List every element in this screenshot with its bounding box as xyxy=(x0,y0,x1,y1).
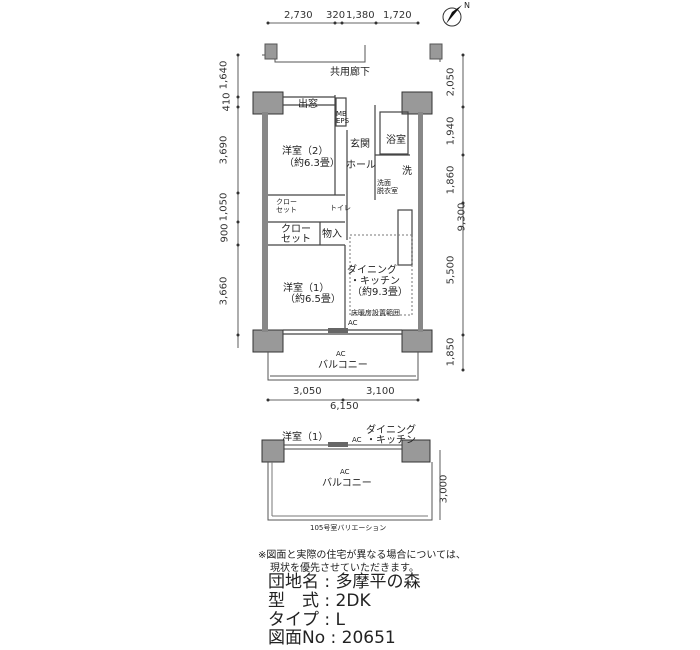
closet-b-label-1: クロー xyxy=(281,224,311,235)
bedroom1-size: （約6.5畳） xyxy=(285,294,341,305)
top-dim-1: 2,730 xyxy=(284,10,313,21)
left-dim-4: 1,050 xyxy=(218,192,230,222)
bedroom2-label: 洋室（2） xyxy=(282,146,329,157)
right-dim-2: 1,940 xyxy=(445,116,457,146)
dining-label-1: ダイニング xyxy=(347,265,397,276)
wash-label: 洗 xyxy=(402,166,412,177)
variation-dining-label-2: ・キッチン xyxy=(366,435,416,446)
variation-bedroom1-label: 洋室（1） xyxy=(282,432,329,443)
toilet-label: トイレ xyxy=(330,204,351,212)
entrance-label: 玄関 xyxy=(350,139,370,150)
top-dim-4: 1,720 xyxy=(383,10,412,21)
closet-b-label-2: セット xyxy=(281,234,311,245)
info-label: タイプ xyxy=(268,610,319,630)
closet-a-label-1: クロー xyxy=(276,198,297,206)
info-value: 20651 xyxy=(341,628,396,648)
variation-plan xyxy=(261,439,433,521)
info-row-drawing-no: 図面No : 20651 xyxy=(268,628,396,648)
top-dim-3: 1,380 xyxy=(346,10,375,21)
dressing-label-2: 脱衣室 xyxy=(377,187,398,195)
variation-balcony-label: バルコニー xyxy=(322,478,372,489)
bottom-dim-total: 6,150 xyxy=(330,401,359,412)
walls xyxy=(252,91,433,353)
variation-dim: 3,000 xyxy=(438,474,450,504)
right-dim-3: 1,860 xyxy=(445,165,457,195)
dining-size: （約9.3畳） xyxy=(352,287,408,298)
right-dim-1: 2,050 xyxy=(445,67,457,97)
floor-heating-label: 床暖房設置範囲 xyxy=(351,309,400,317)
compass-icon xyxy=(442,5,462,27)
note-line-2: 現状を優先させていただきます。 xyxy=(270,563,419,574)
dining-label-2: ・キッチン xyxy=(350,276,400,287)
variation-ac-label: AC xyxy=(352,436,362,444)
info-row-subtype: タイプ : L xyxy=(268,610,346,630)
left-dim-2: 410 xyxy=(221,92,233,112)
balcony-label: バルコニー xyxy=(318,360,368,371)
right-dim-total: 9,300 xyxy=(456,202,468,232)
bedroom1-label: 洋室（1） xyxy=(283,283,330,294)
info-label: 型 式 xyxy=(268,591,319,611)
info-row-complex: 団地名 : 多摩平の森 xyxy=(268,572,421,592)
balcony-ac-label: AC xyxy=(336,350,346,358)
right-dim-5: 1,850 xyxy=(445,337,457,367)
balcony-outline xyxy=(267,352,419,381)
bath-label: 浴室 xyxy=(386,135,406,146)
mb-label: MB xyxy=(336,110,347,118)
bedroom2-size: （約6.3畳） xyxy=(284,158,340,169)
info-label: 団地名 xyxy=(268,572,319,592)
dimension-ticks xyxy=(236,21,465,402)
bottom-dim-1: 3,050 xyxy=(293,386,322,397)
info-row-type: 型 式 : 2DK xyxy=(268,591,371,611)
corridor-label: 共用廊下 xyxy=(330,67,370,78)
right-dim-4: 5,500 xyxy=(445,255,457,285)
hall-label: ホール xyxy=(346,160,376,171)
info-value: L xyxy=(335,610,346,630)
top-dim-2: 320 xyxy=(326,10,346,21)
window-label: 出窓 xyxy=(298,99,318,110)
left-dim-3: 3,690 xyxy=(218,135,230,165)
left-dim-6: 3,660 xyxy=(218,276,230,306)
storage-label: 物入 xyxy=(322,229,342,240)
variation-dining-label-1: ダイニング xyxy=(366,425,416,436)
bottom-dim-2: 3,100 xyxy=(366,386,395,397)
compass-north-label: N xyxy=(464,1,470,10)
ac-label: AC xyxy=(348,319,358,327)
variation-balcony-ac-label: AC xyxy=(340,468,350,476)
note-line-1: ※図面と実際の住宅が異なる場合については、 xyxy=(258,550,466,561)
info-value: 多摩平の森 xyxy=(335,572,421,592)
left-dim-1: 1,640 xyxy=(218,60,230,90)
corridor-outline xyxy=(262,43,443,63)
closet-a-label-2: セット xyxy=(276,206,297,214)
info-value: 2DK xyxy=(335,591,371,611)
dressing-label-1: 洗面 xyxy=(377,179,391,187)
eps-label: EPS xyxy=(336,117,350,125)
left-dim-5: 900 xyxy=(219,223,231,243)
info-label: 図面No xyxy=(268,628,326,648)
variation-caption: 105号室バリエーション xyxy=(310,524,387,532)
